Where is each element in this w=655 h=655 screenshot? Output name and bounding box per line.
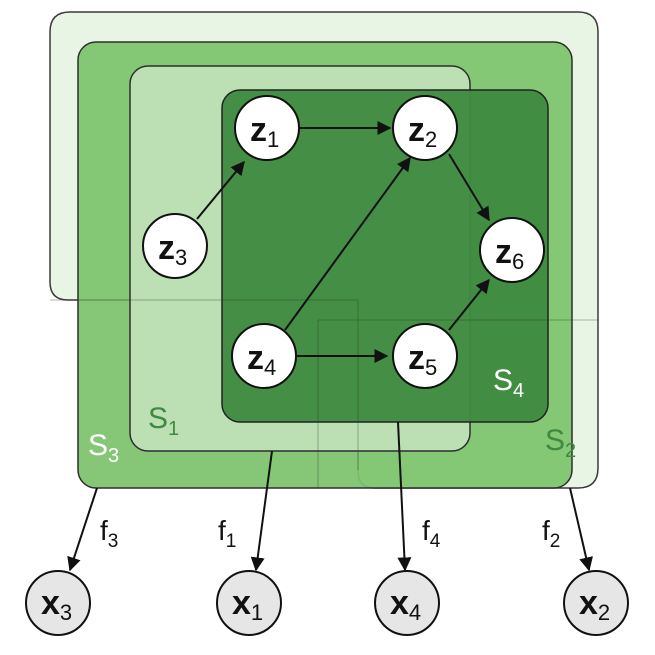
svg-text:z4: z4	[247, 339, 276, 380]
observed-nodes: x3 x1 x4 x2	[25, 570, 629, 636]
set-label-s4: S4	[493, 364, 524, 402]
set-s4-region	[221, 89, 549, 423]
set-regions	[49, 11, 599, 489]
svg-text:x1: x1	[232, 584, 263, 625]
svg-text:z3: z3	[158, 229, 187, 270]
node-x4[interactable]: x4	[374, 570, 440, 636]
svg-text:z6: z6	[495, 233, 524, 274]
function-labels: f3 f1 f4 f2	[100, 515, 560, 552]
function-label-f2: f2	[542, 515, 560, 552]
latent-nodes: z1 z2 z3 z4 z5 z6	[142, 95, 545, 389]
node-x2[interactable]: x2	[563, 570, 629, 636]
function-label-f1: f1	[218, 515, 236, 552]
svg-text:x4: x4	[390, 584, 421, 625]
node-x3[interactable]: x3	[25, 570, 91, 636]
edge-z4-z2	[284, 156, 411, 331]
node-z5[interactable]: z5	[392, 323, 458, 389]
edge-s3-x3	[67, 487, 98, 572]
node-z2[interactable]: z2	[392, 95, 458, 161]
latent-edges	[196, 121, 490, 363]
edge-z3-z1	[196, 160, 245, 220]
edge-z2-z6	[448, 153, 490, 222]
node-z1[interactable]: z1	[234, 95, 300, 161]
node-z6[interactable]: z6	[479, 217, 545, 283]
edge-s1-x1	[250, 450, 273, 572]
set-labels: S3 S1 S4 S2	[88, 364, 576, 467]
mapping-edges	[67, 421, 593, 572]
function-label-f4: f4	[422, 515, 441, 552]
set-label-s3: S3	[88, 429, 119, 467]
edge-z5-z6	[448, 278, 490, 331]
svg-text:x2: x2	[579, 584, 610, 625]
edge-s2-x2	[569, 487, 593, 572]
svg-text:z1: z1	[250, 111, 279, 152]
node-z4[interactable]: z4	[231, 323, 297, 389]
svg-text:x3: x3	[41, 584, 72, 625]
set-label-s2: S2	[545, 424, 576, 462]
node-z3[interactable]: z3	[142, 213, 208, 279]
set-label-s1: S1	[148, 402, 179, 440]
svg-text:z2: z2	[408, 111, 437, 152]
svg-text:z5: z5	[408, 339, 437, 380]
edge-s4-x4	[397, 421, 412, 572]
node-x1[interactable]: x1	[216, 570, 282, 636]
function-label-f3: f3	[100, 515, 118, 552]
